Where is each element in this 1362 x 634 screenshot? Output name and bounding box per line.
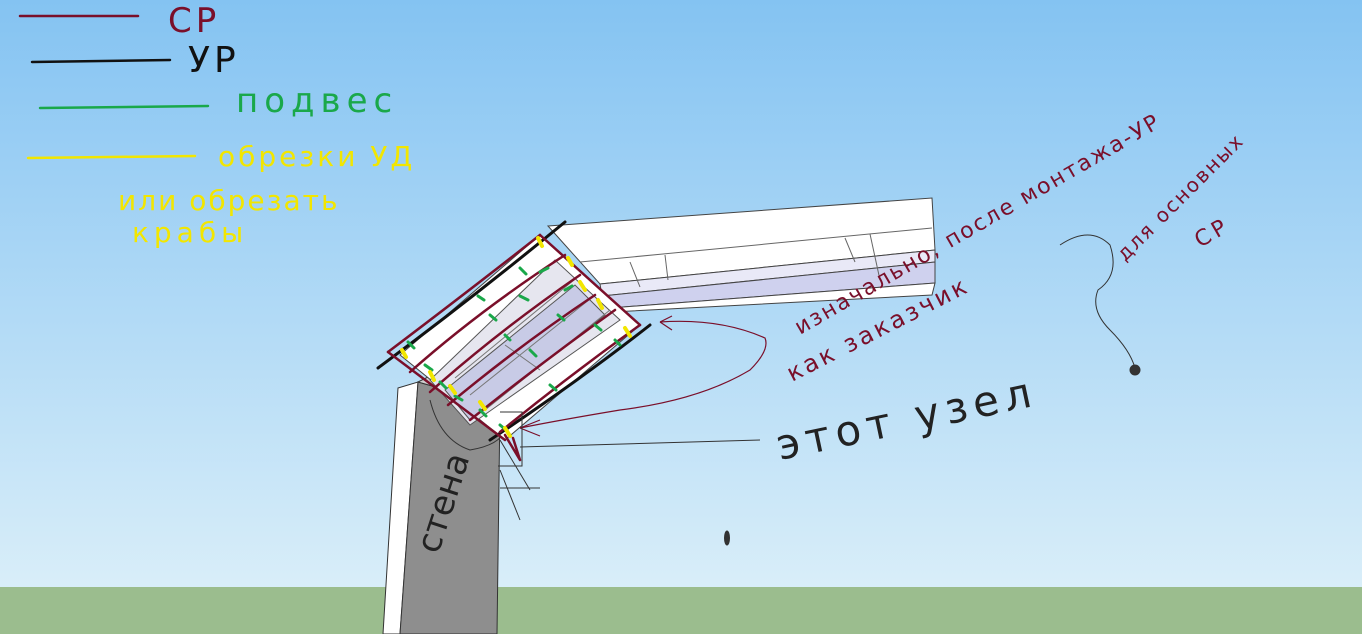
- cut-marks: [400, 236, 632, 438]
- legend-text: СР УР подвес обрезки УД или обрезать кра…: [118, 1, 415, 249]
- legend-label-ur: УР: [188, 40, 240, 81]
- node-pointer: [498, 411, 761, 467]
- legend-lines: [18, 14, 210, 160]
- inclined-frame: [399, 234, 641, 441]
- note-or-trim: или обрезать: [118, 184, 339, 217]
- legend-label-hanger: подвес: [236, 81, 398, 121]
- question-stroke: [724, 234, 1141, 546]
- note-crabs: крабы: [132, 216, 248, 249]
- node-arrows: [519, 315, 767, 437]
- hanger-marks: [406, 266, 622, 432]
- legend-label-cut: обрезки УД: [218, 140, 415, 173]
- sp-lines: [386, 233, 642, 462]
- ground: [0, 587, 1362, 634]
- wall-column: [382, 371, 540, 634]
- ceiling-beam: [546, 197, 936, 313]
- legend-label-sp: СР: [168, 1, 220, 41]
